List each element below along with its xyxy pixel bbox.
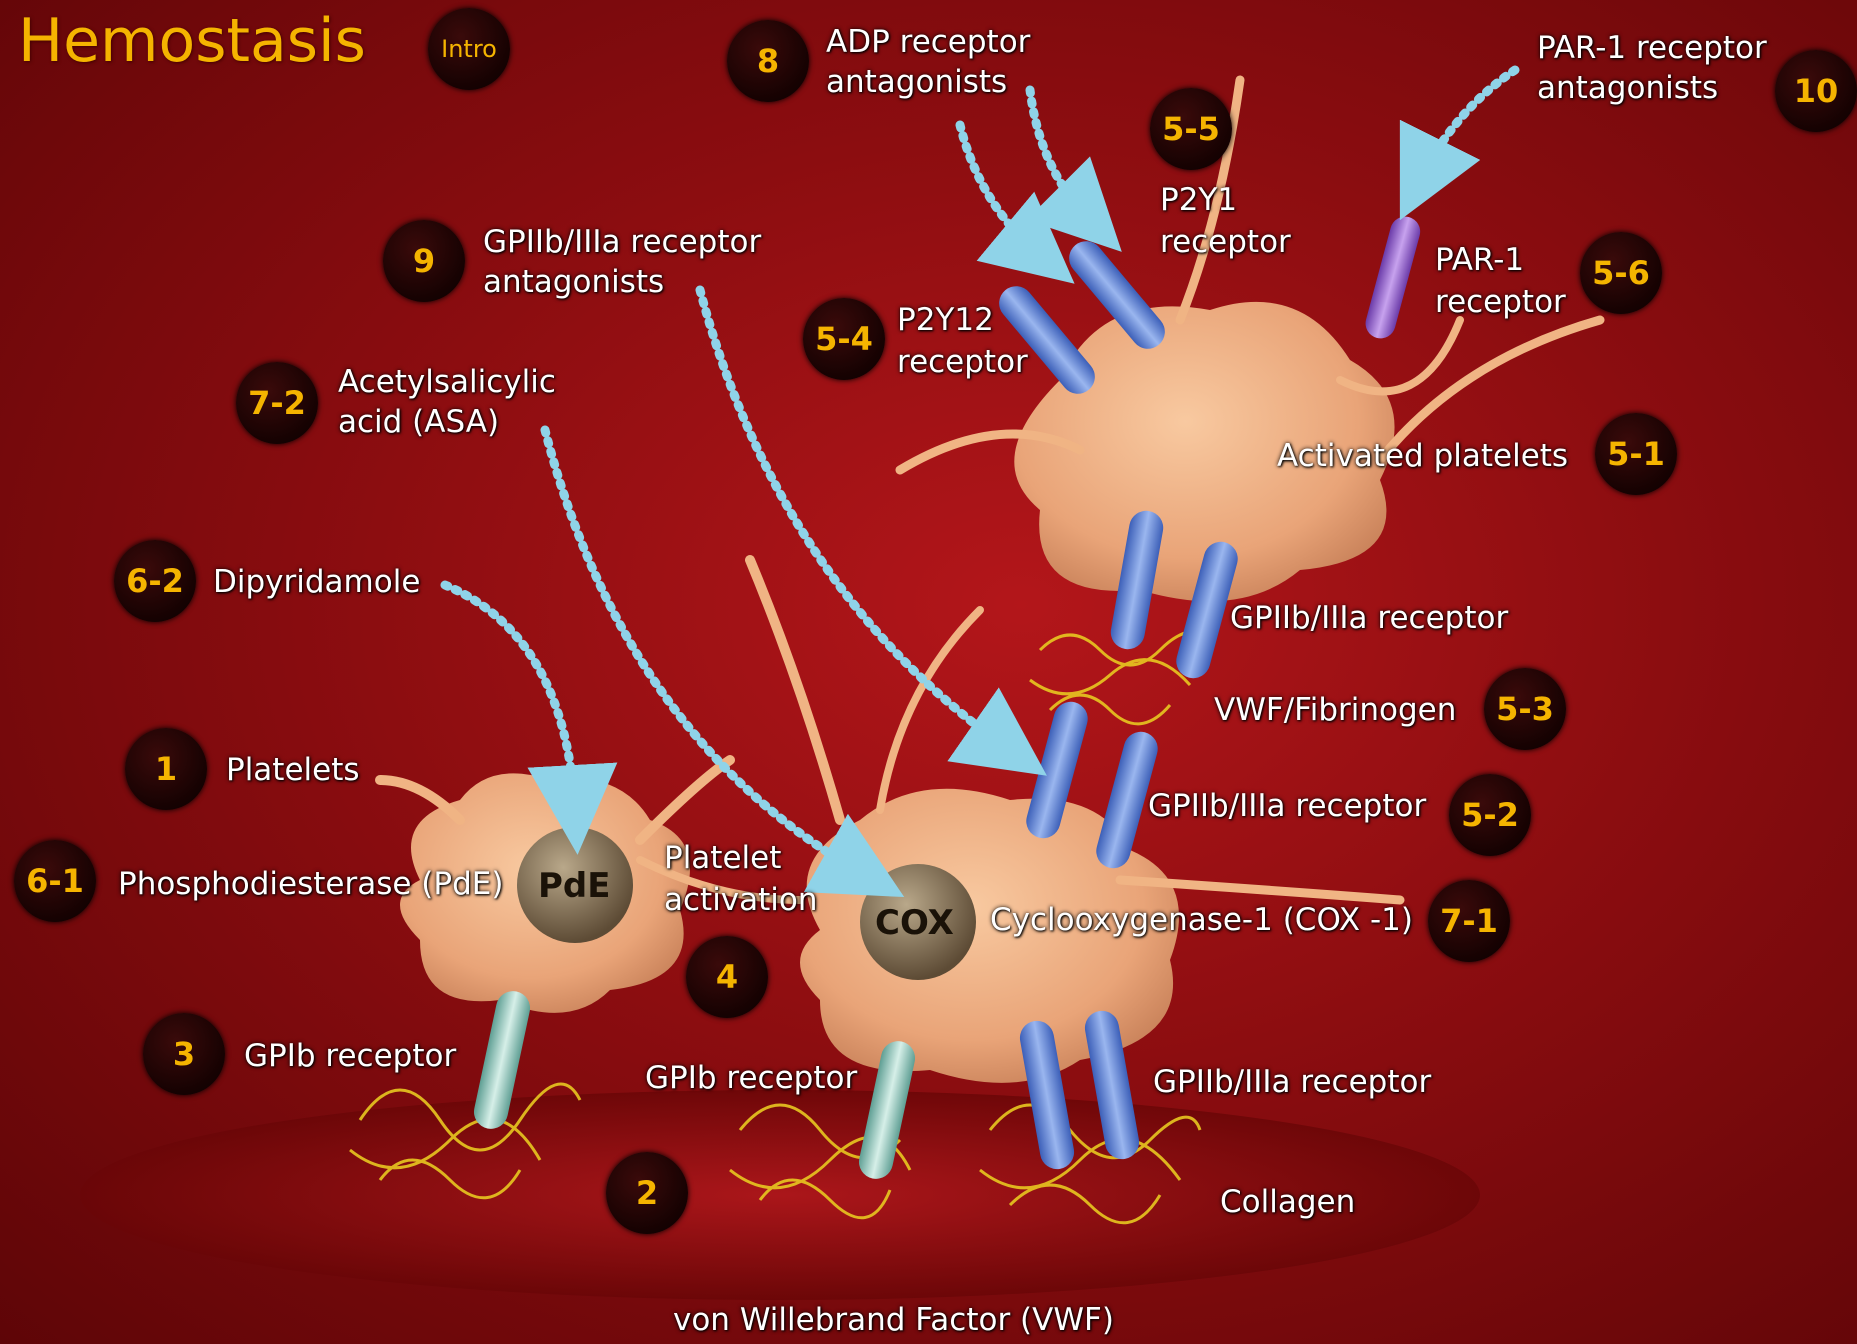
badge-6-1[interactable]: 6-1 (14, 840, 96, 922)
label-asa-1: Acetylsalicylic (338, 362, 556, 402)
pde-enzyme-label: PdE (538, 866, 610, 906)
label-p2y1-2: receptor (1160, 222, 1291, 262)
page-title: Hemostasis (18, 6, 366, 76)
label-platelet-activation-1: Platelet (664, 838, 781, 878)
label-platelet-activation-2: activation (664, 880, 818, 920)
label-par1-antagonists-2: antagonists (1537, 68, 1718, 108)
label-phosphodiesterase: Phosphodiesterase (PdE) (118, 864, 503, 904)
badge-5-4[interactable]: 5-4 (803, 298, 885, 380)
label-vwf-fibrinogen: VWF/Fibrinogen (1214, 690, 1456, 730)
badge-5-5[interactable]: 5-5 (1150, 88, 1232, 170)
label-adp-antagonists-2: antagonists (826, 62, 1007, 102)
label-gp-antagonists-1: GPIIb/IIIa receptor (483, 222, 761, 262)
par1-receptor (1362, 213, 1423, 342)
badge-5-6[interactable]: 5-6 (1580, 232, 1662, 314)
badge-6-2[interactable]: 6-2 (114, 540, 196, 622)
label-p2y12-1: P2Y12 (897, 300, 994, 340)
badge-5-1[interactable]: 5-1 (1595, 413, 1677, 495)
label-gp-antagonists-2: antagonists (483, 262, 664, 302)
badge-5-3[interactable]: 5-3 (1484, 668, 1566, 750)
badge-10[interactable]: 10 (1775, 50, 1857, 132)
label-activated-platelets: Activated platelets (1277, 436, 1568, 476)
label-p2y1-1: P2Y1 (1160, 180, 1237, 220)
badge-9[interactable]: 9 (383, 220, 465, 302)
badge-5-2[interactable]: 5-2 (1449, 774, 1531, 856)
label-par1-1: PAR-1 (1435, 240, 1524, 280)
label-collagen: Collagen (1220, 1182, 1355, 1222)
label-par1-antagonists-1: PAR-1 receptor (1537, 28, 1767, 68)
badge-7-2[interactable]: 7-2 (236, 362, 318, 444)
label-gp-receptor-mid: GPIIb/IIIa receptor (1148, 786, 1426, 826)
cox-enzyme-label: COX (875, 903, 954, 943)
label-gp-receptor-top: GPIIb/IIIa receptor (1230, 598, 1508, 638)
badge-4[interactable]: 4 (686, 936, 768, 1018)
badge-8[interactable]: 8 (727, 20, 809, 102)
label-cox1: Cyclooxygenase-1 (COX -1) (990, 900, 1413, 940)
label-platelets: Platelets (226, 750, 360, 790)
label-p2y12-2: receptor (897, 342, 1028, 382)
arrow-adp-p2y1 (1030, 90, 1090, 220)
label-gp-receptor-bottom: GPIIb/IIIa receptor (1153, 1062, 1431, 1102)
badge-2[interactable]: 2 (606, 1152, 688, 1234)
label-dipyridamole: Dipyridamole (213, 562, 420, 602)
label-asa-2: acid (ASA) (338, 402, 499, 442)
label-par1-2: receptor (1435, 282, 1566, 322)
p2y12-receptor (992, 279, 1102, 400)
badge-7-1[interactable]: 7-1 (1428, 880, 1510, 962)
arrow-adp-p2y12 (960, 125, 1040, 255)
badge-3[interactable]: 3 (143, 1013, 225, 1095)
label-vwf: von Willebrand Factor (VWF) (673, 1300, 1114, 1340)
arrow-par1 (1420, 70, 1515, 180)
label-gpib-center: GPIb receptor (645, 1058, 857, 1098)
label-gpib-left: GPIb receptor (244, 1036, 456, 1076)
badge-1[interactable]: 1 (125, 728, 207, 810)
label-adp-antagonists-1: ADP receptor (826, 22, 1030, 62)
badge-intro[interactable]: Intro (428, 8, 510, 90)
